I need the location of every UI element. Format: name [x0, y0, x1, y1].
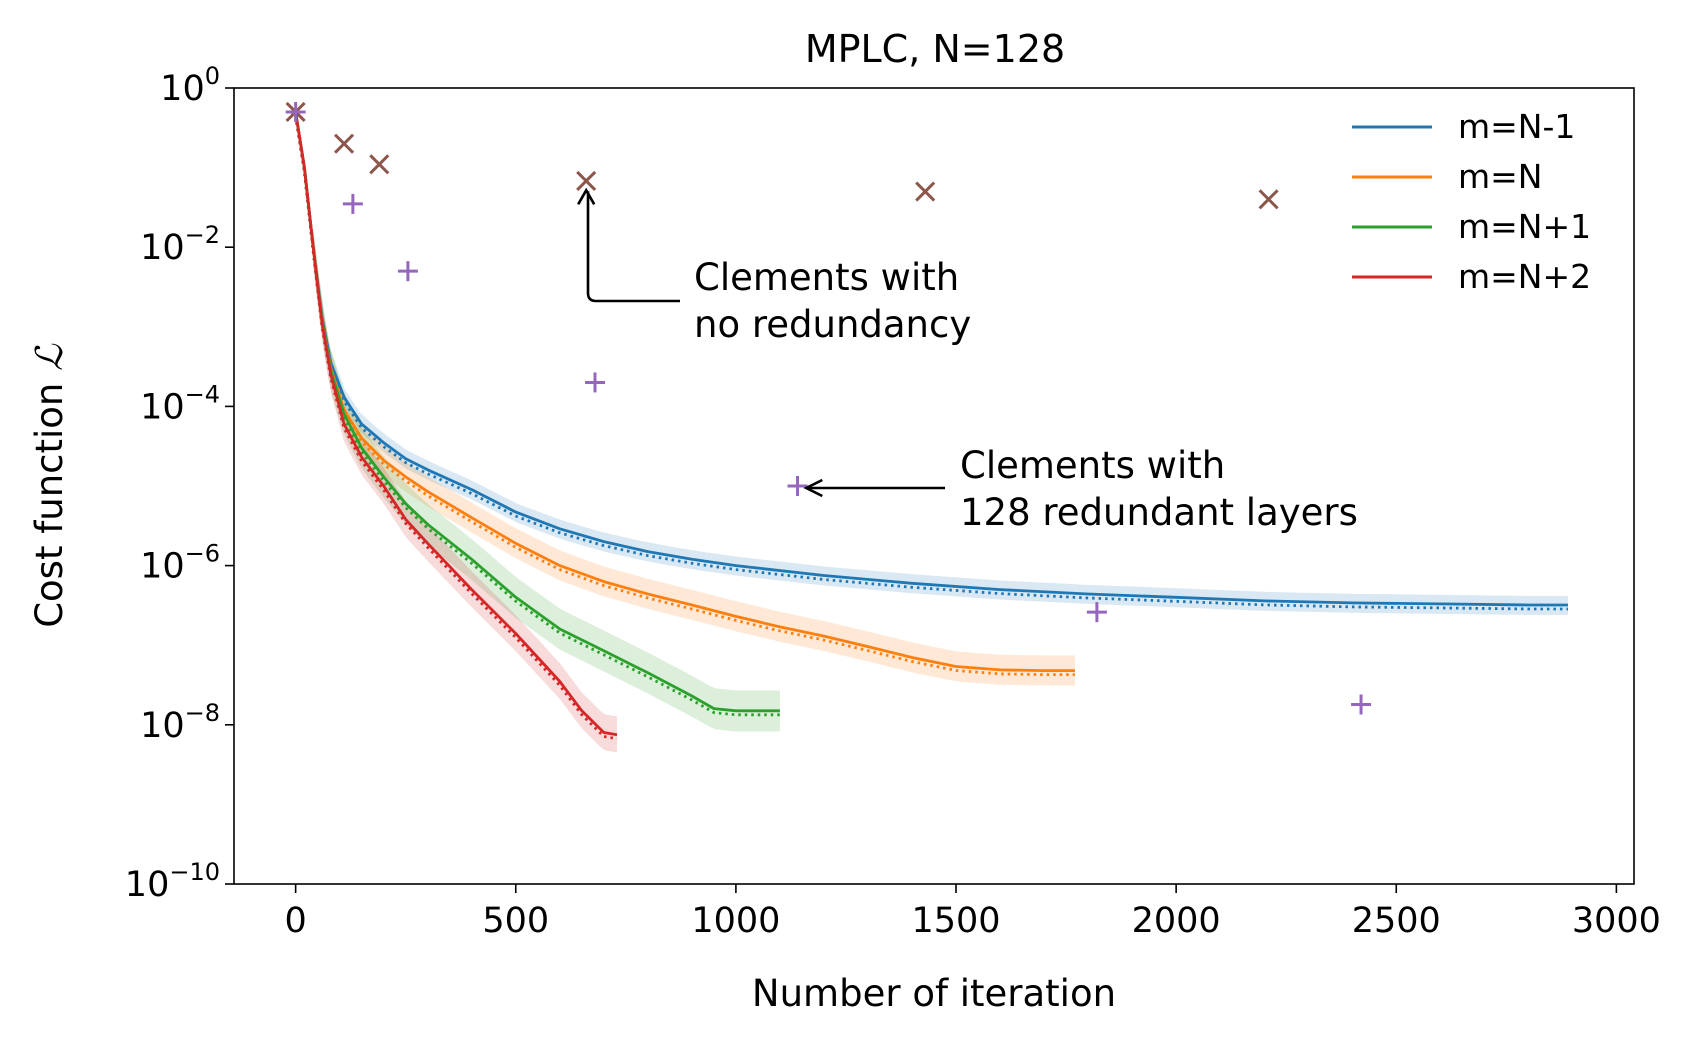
y-tick-label-exp-1: −2 — [185, 221, 220, 249]
marker-1-6 — [1351, 694, 1372, 715]
marker-1-0 — [285, 101, 306, 122]
y-axis-label-text: Cost function — [28, 383, 71, 628]
marker-1-5 — [1086, 602, 1107, 623]
y-tick-label-4: 10−8 — [140, 699, 220, 746]
y-tick-label-5: 10−10 — [125, 858, 220, 905]
x-tick-label-3: 1500 — [911, 901, 1000, 941]
legend-label-2: m=N+1 — [1458, 207, 1591, 246]
y-tick-label-base-4: 10 — [140, 706, 185, 746]
y-tick-label-2: 10−4 — [140, 380, 220, 427]
annotation-no-redundancy-line-2: no redundancy — [694, 303, 971, 346]
series-dotted-line-0 — [294, 115, 1568, 611]
x-tick-label-0: 0 — [284, 901, 306, 941]
series-dotted-line-3 — [294, 115, 618, 741]
y-tick-label-exp-2: −4 — [185, 380, 220, 408]
marker-0-1 — [334, 133, 355, 154]
legend: m=N-1 m=N m=N+1 m=N+2 — [1352, 107, 1591, 296]
series-lines — [294, 111, 1568, 741]
annotation-no-redundancy-line-1: Clements with — [694, 256, 959, 299]
x-marker-stroke-b — [369, 154, 390, 175]
series-dotted-line-1 — [294, 115, 1075, 676]
x-axis-label: Number of iteration — [752, 972, 1116, 1015]
y-tick-label-1: 10−2 — [140, 221, 220, 268]
y-axis-label: Cost function ℒ — [28, 343, 71, 628]
y-tick-label-base-3: 10 — [140, 547, 185, 587]
marker-1-3 — [585, 372, 606, 393]
annotation-redundant-arrowhead — [803, 478, 823, 498]
y-tick-label-base-2: 10 — [140, 387, 185, 427]
legend-label-0: m=N-1 — [1458, 107, 1575, 146]
x-marker-stroke-b — [334, 133, 355, 154]
y-tick-label-exp-3: −6 — [185, 540, 220, 568]
legend-label-1: m=N — [1458, 157, 1542, 196]
confidence-bands — [313, 226, 1569, 753]
band-1 — [313, 232, 1075, 686]
chart-title: MPLC, N=128 — [805, 27, 1065, 71]
y-tick-label-3: 10−6 — [140, 540, 220, 587]
x-tick-label-5: 2500 — [1352, 901, 1441, 941]
x-axis: 0 500 1000 1500 2000 2500 3000 — [284, 884, 1661, 941]
x-tick-label-2: 1000 — [691, 901, 780, 941]
marker-0-5 — [1258, 189, 1279, 210]
marker-0-4 — [915, 181, 936, 202]
marker-0-3 — [576, 170, 597, 191]
y-tick-label-exp-4: −8 — [185, 699, 220, 727]
y-tick-label-base-5: 10 — [125, 865, 170, 905]
marker-1-4 — [787, 476, 808, 496]
marker-1-2 — [397, 261, 418, 282]
annotation-redundant-line-1: Clements with — [960, 444, 1225, 487]
x-marker-stroke-b — [1258, 189, 1279, 210]
marker-0-2 — [369, 154, 390, 175]
x-marker-stroke-b — [576, 170, 597, 191]
series-line-0 — [294, 111, 1568, 607]
annotation-no-redundancy-arrowhead — [577, 187, 596, 205]
y-tick-label-base-0: 10 — [160, 69, 205, 109]
plot-frame — [233, 87, 1635, 885]
y-axis-label-symbol: ℒ — [28, 343, 71, 371]
annotation-no-redundancy-arrow — [586, 191, 680, 303]
marker-1-1 — [342, 193, 363, 214]
y-tick-label-exp-5: −10 — [169, 858, 220, 886]
y-tick-label-0: 100 — [160, 62, 220, 109]
annotation-redundant-line-2: 128 redundant layers — [960, 491, 1358, 534]
x-tick-label-4: 2000 — [1132, 901, 1221, 941]
legend-label-3: m=N+2 — [1458, 257, 1591, 296]
x-tick-label-6: 3000 — [1572, 901, 1661, 941]
band-3 — [313, 228, 617, 753]
x-marker-stroke-b — [915, 181, 936, 202]
y-tick-label-base-1: 10 — [140, 228, 185, 268]
band-2 — [313, 226, 780, 732]
x-tick-label-1: 500 — [482, 901, 549, 941]
y-tick-label-exp-0: 0 — [205, 62, 220, 90]
marker-points — [285, 101, 1372, 715]
